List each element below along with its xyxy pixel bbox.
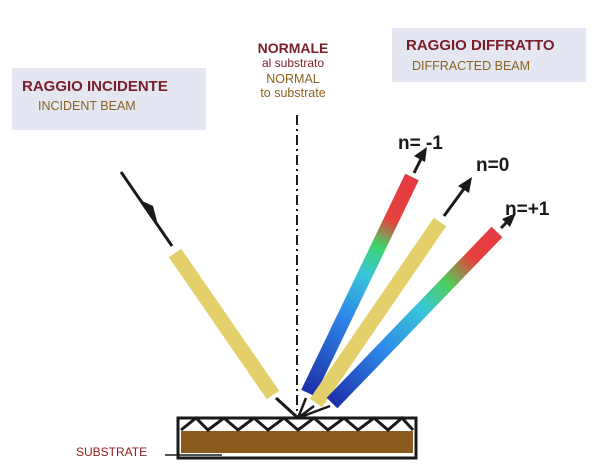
order-label-plus-one: n=+1 <box>505 199 550 220</box>
convergence-lines <box>296 397 331 420</box>
incident-title-en: INCIDENT BEAM <box>38 99 136 113</box>
normal-title-it: NORMALE <box>257 40 329 56</box>
beam-order-zero <box>309 177 472 408</box>
incident-arrowhead <box>140 200 158 225</box>
normal-subtitle-en: to substrate <box>260 86 326 100</box>
incident-title-it: RAGGIO INCIDENTE <box>22 78 168 95</box>
incident-beam <box>119 171 300 420</box>
arrowhead-zero <box>458 177 472 193</box>
arrowhead-minus-one <box>414 147 427 162</box>
substrate-block <box>176 415 418 460</box>
diffracted-beam-label-box: RAGGIO DIFFRATTO DIFFRACTED BEAM <box>392 28 586 82</box>
normal-title-en: NORMAL <box>266 72 320 86</box>
order-label-minus-one: n= -1 <box>398 133 443 154</box>
diffracted-title-it: RAGGIO DIFFRATTO <box>406 37 555 54</box>
incident-beam-label-box: RAGGIO INCIDENTE INCIDENT BEAM <box>12 68 206 130</box>
beam-order-minus-one <box>301 147 427 397</box>
substrate-label: SUBSTRATE <box>76 445 148 459</box>
beam-order-plus-one <box>326 213 516 409</box>
order-label-zero: n=0 <box>476 155 510 176</box>
diffracted-title-en: DIFFRACTED BEAM <box>412 59 531 73</box>
arrowhead-plus-one <box>502 213 516 227</box>
normal-subtitle-it: al substrato <box>261 56 325 70</box>
grating-profile <box>180 415 415 432</box>
